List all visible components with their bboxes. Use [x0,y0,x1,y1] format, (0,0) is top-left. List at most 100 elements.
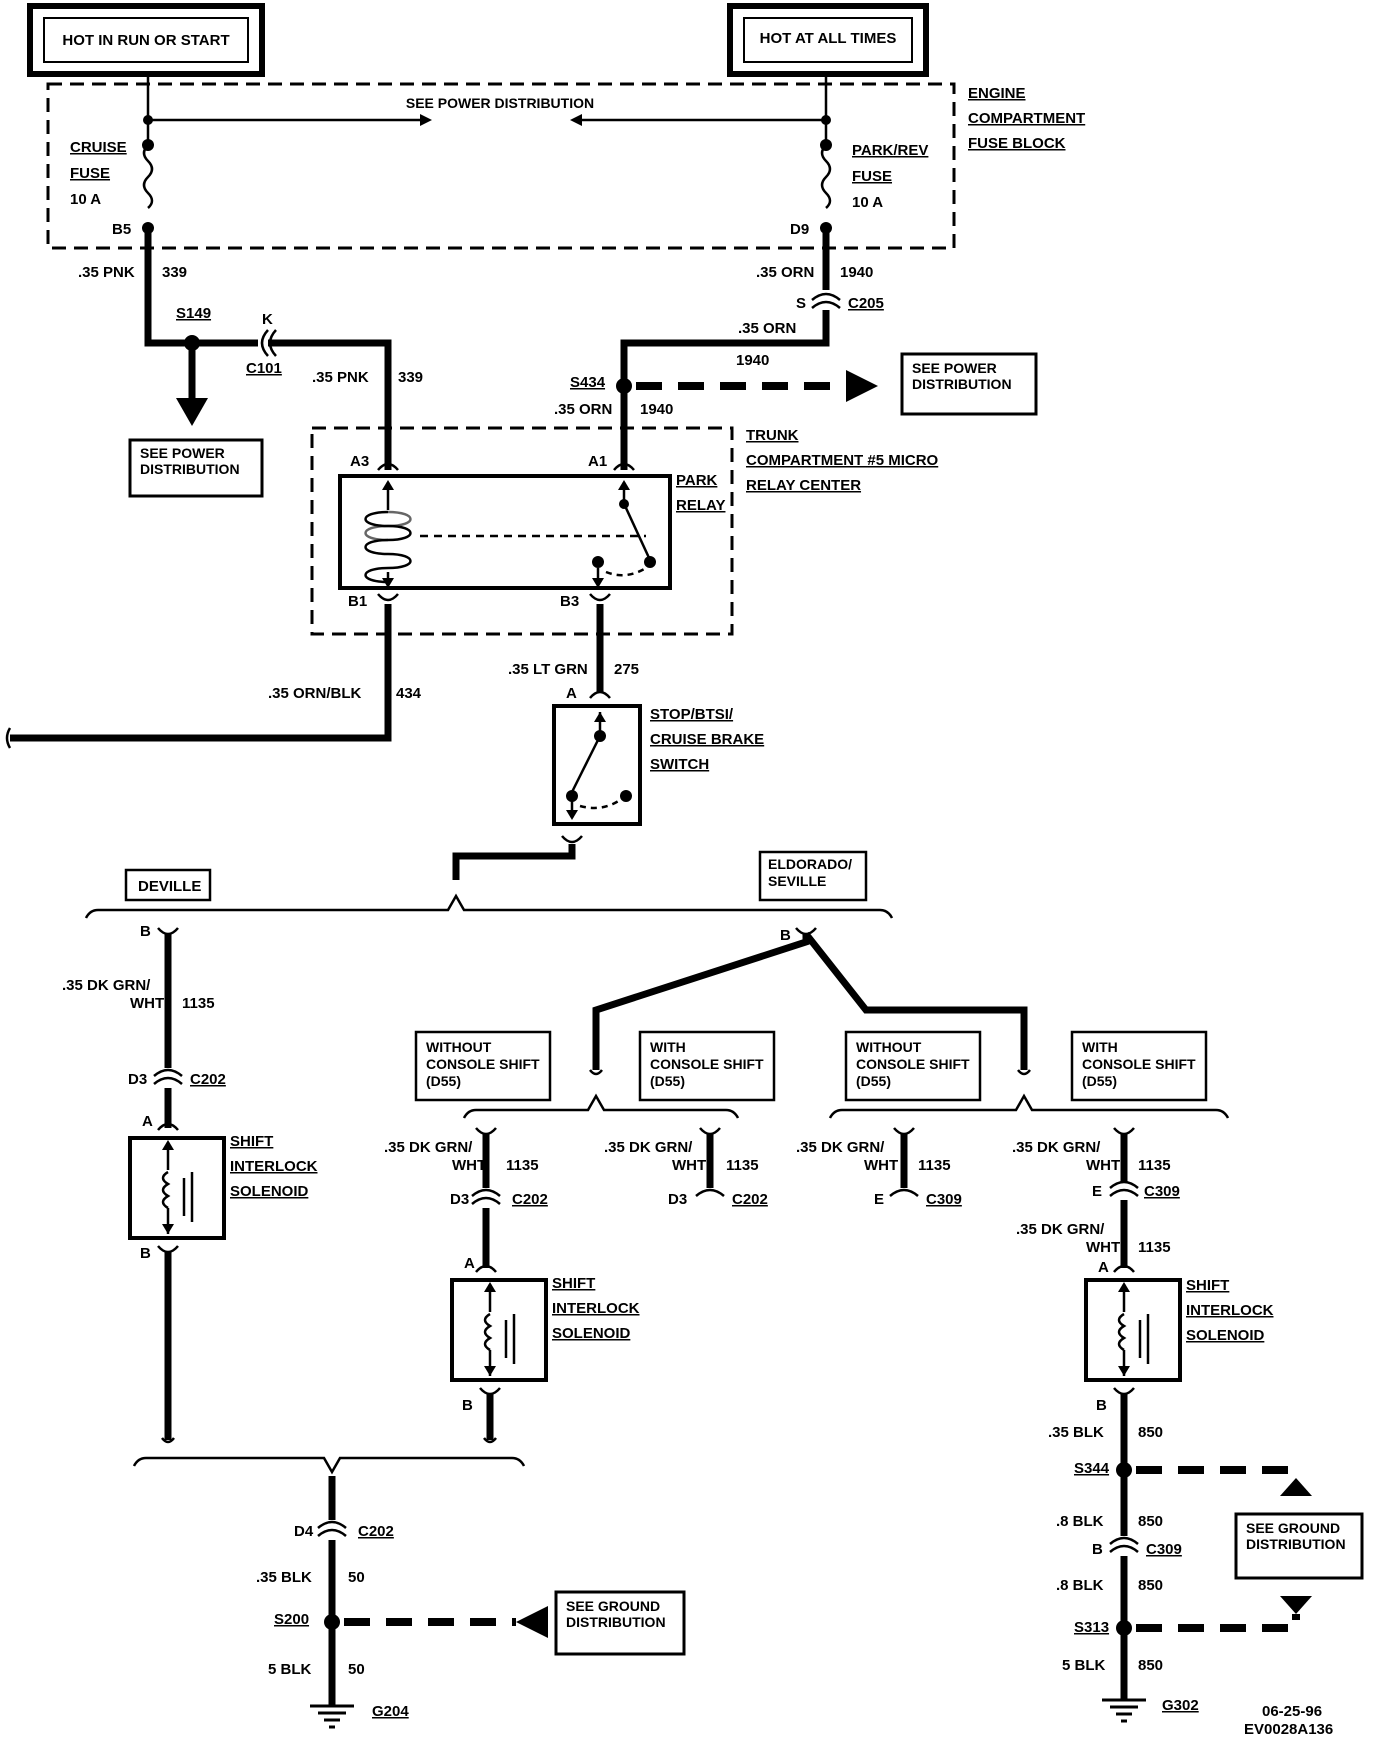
b2-wire-1: .35 DK GRN/ [604,1139,693,1156]
left-feed-circuit1: 339 [162,264,187,281]
connector-c101: C101 [246,360,282,377]
cruise-fuse-label-2: FUSE [70,165,110,182]
right-feed-circuit2: 1940 [736,352,769,369]
left-ground-brace [132,1456,526,1475]
deville-branch: B .35 DK GRN/ WHT 1135 D3 C202 A [62,923,226,1131]
left-feed-circuit2: 339 [398,369,423,386]
deville-conn-pin: D3 [128,1071,147,1088]
deville-pin-b: B [140,923,151,940]
splice-s344: S344 [1074,1460,1110,1477]
hot-at-all-times-label: HOT AT ALL TIMES [760,30,897,47]
ground-right-conn-pin: B [1092,1541,1103,1558]
opt2-line2: CONSOLE SHIFT [650,1056,764,1072]
ground-g302: G302 [1162,1697,1199,1714]
fuse-block-label-line3: FUSE BLOCK [968,135,1066,152]
b4-solenoid-label-2: INTERLOCK [1186,1302,1274,1319]
relay-pin-a1: A1 [588,453,607,470]
left-ground-path: D4 C202 .35 BLK 50 S200 5 BLK 50 G204 [256,1476,548,1729]
stop-btsi-cruise-brake-switch: A STOP/BTSI/ CRUISE BRAKE SWITCH [452,685,764,880]
see-power-right-1: SEE POWER [912,360,997,376]
b1-sol-pin-b: B [462,1397,473,1414]
deville-shift-interlock-solenoid: SHIFT INTERLOCK SOLENOID B [128,1133,318,1444]
opt3-line2: CONSOLE SHIFT [856,1056,970,1072]
left-feed-wire2-color: .35 PNK [312,369,369,386]
variant-brace-top: DEVILLE ELDORADO/ SEVILLE [84,850,894,919]
b3-circuit: 1135 [918,1157,951,1174]
eldorado-branch-3: .35 DK GRN/ WHT 1135 E C309 [796,1127,962,1208]
ground-left-wire2: 5 BLK [268,1661,312,1678]
c101-pin: K [262,311,273,328]
b1-solenoid-label-3: SOLENOID [552,1325,631,1342]
b1-solenoid-label-2: INTERLOCK [552,1300,640,1317]
opt2-line1: WITH [650,1039,686,1055]
relay-pin-a3: A3 [350,453,369,470]
b1-sol-pin-a: A [464,1255,475,1272]
see-power-label-1: SEE POWER DISTRIBUTION [406,95,594,111]
brake-switch-label-3: SWITCH [650,756,709,773]
ground-left-wire1: .35 BLK [256,1569,312,1586]
b4-conn-pin: E [1092,1183,1102,1200]
see-ground-right-1: SEE GROUND [1246,1520,1340,1536]
ground-left-circuit1: 50 [348,1569,365,1586]
b4-wire2-2: WHT [1086,1239,1120,1256]
relay-pin-b1: B1 [348,593,367,610]
fuse-block-label-line1: ENGINE [968,85,1026,102]
eldorado-pin-b: B [780,927,791,944]
opt3-line1: WITHOUT [856,1039,922,1055]
b3-wire-1: .35 DK GRN/ [796,1139,885,1156]
c205-pin: S [796,295,806,312]
see-power-left-1: SEE POWER [140,445,225,461]
fuse-block-label-line2: COMPARTMENT [968,110,1085,127]
b3-wire-2: WHT [864,1157,898,1174]
eldorado-label-2: SEVILLE [768,873,826,889]
park-fuse-label-1: PARK/REV [852,142,928,159]
b1-solenoid-label-1: SHIFT [552,1275,595,1292]
b3-conn-pin: E [874,1191,884,1208]
opt1-line3: (D55) [426,1073,461,1089]
deville-solenoid-label-2: INTERLOCK [230,1158,318,1175]
b2-wire-2: WHT [672,1157,706,1174]
b4-conn: C309 [1144,1183,1180,1200]
deville-label: DEVILLE [138,878,201,895]
b4-solenoid-label-3: SOLENOID [1186,1327,1265,1344]
drawing-code: 06-25-96 EV0028A136 [1244,1703,1333,1738]
b1-wire-1: .35 DK GRN/ [384,1139,473,1156]
ground-left-conn: C202 [358,1523,394,1540]
brake-switch-label-2: CRUISE BRAKE [650,731,764,748]
opt4-line3: (D55) [1082,1073,1117,1089]
footer-code: EV0028A136 [1244,1721,1333,1738]
relay-out-right-circuit: 275 [614,661,639,678]
eldorado-branch-1-solenoid: SHIFT INTERLOCK SOLENOID B [450,1275,640,1444]
relay-center-label-3: RELAY CENTER [746,477,861,494]
opt1-line1: WITHOUT [426,1039,492,1055]
see-power-distribution-left-box: SEE POWER DISTRIBUTION [128,438,264,498]
park-fuse-pin: D9 [790,221,809,238]
see-ground-left-1: SEE GROUND [566,1598,660,1614]
relay-pin-b3: B3 [560,593,579,610]
see-power-distribution-right-box: SEE POWER DISTRIBUTION [900,352,1038,416]
see-power-right-2: DISTRIBUTION [912,376,1012,392]
ground-right-wire4: 5 BLK [1062,1657,1106,1674]
opt1-line2: CONSOLE SHIFT [426,1056,540,1072]
deville-conn: C202 [190,1071,226,1088]
ground-right-circuit3: 850 [1138,1577,1163,1594]
relay-output-left-wire: .35 ORN/BLK 434 [5,604,422,749]
ground-right-circuit4: 850 [1138,1657,1163,1674]
see-power-left-2: DISTRIBUTION [140,461,240,477]
deville-wire-2: WHT [130,995,164,1012]
cruise-fuse-label-3: 10 A [70,191,101,208]
splice-s200: S200 [274,1611,309,1628]
brake-switch-pin-a: A [566,685,577,702]
deville-solenoid-label-1: SHIFT [230,1133,273,1150]
relay-output-right-wire: .35 LT GRN 275 [508,604,639,692]
ground-right-wire3: .8 BLK [1056,1577,1104,1594]
ground-right-conn: C309 [1146,1541,1182,1558]
b4-sol-pin-b: B [1096,1397,1107,1414]
deville-wire-1: .35 DK GRN/ [62,977,151,994]
eldorado-feed: B [589,927,1031,1076]
b1-conn-pin: D3 [450,1191,469,1208]
b4-sol-pin-a: A [1098,1259,1109,1276]
park-relay: A3 A1 B1 B3 PARK RELAY [338,453,725,610]
eldorado-branch-1: .35 DK GRN/ WHT 1135 D3 C202 A [384,1127,548,1273]
